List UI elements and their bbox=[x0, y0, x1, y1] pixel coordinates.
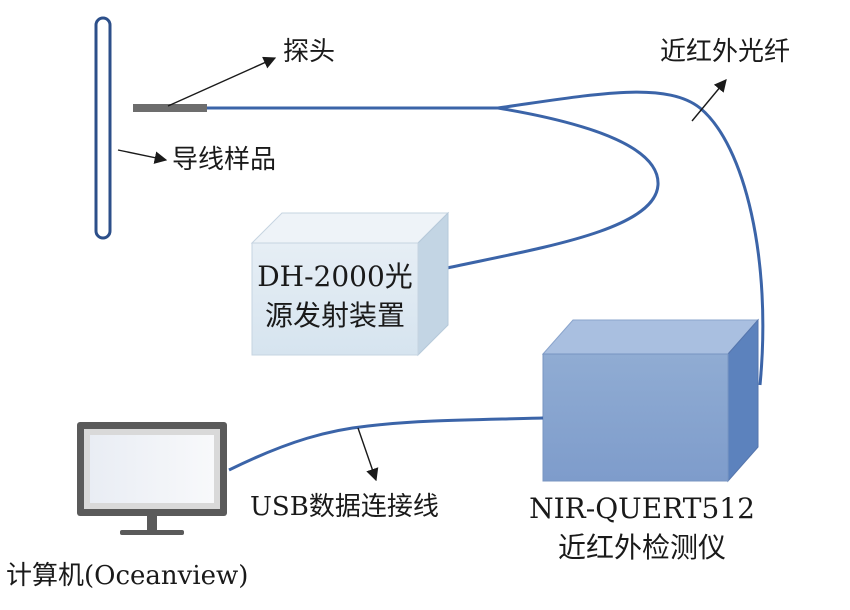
detector-label-line1: NIR-QUERT512 bbox=[529, 492, 755, 525]
wire-sample bbox=[94, 16, 112, 240]
detector-box bbox=[541, 318, 760, 483]
usb-cable bbox=[228, 416, 544, 472]
computer-label: 计算机(Oceanview) bbox=[6, 561, 249, 591]
light-source-label-line1: DH-2000光 bbox=[257, 260, 413, 293]
probe-label: 探头 bbox=[283, 37, 336, 67]
usb-leader-arrow bbox=[357, 427, 379, 482]
fiber-leader-arrow bbox=[691, 79, 727, 122]
sample-leader-arrow bbox=[117, 149, 168, 164]
usb-cable-label: USB数据连接线 bbox=[250, 492, 439, 522]
light-source-box bbox=[250, 211, 450, 357]
probe bbox=[133, 104, 207, 112]
computer-monitor-icon bbox=[77, 422, 227, 535]
probe-leader-arrow bbox=[167, 56, 277, 107]
wire-sample-label: 导线样品 bbox=[172, 145, 277, 175]
fiber-to-light-source bbox=[446, 106, 660, 270]
fiber-to-detector bbox=[497, 90, 765, 386]
light-source-label-line2: 源发射装置 bbox=[264, 299, 405, 332]
nir-fiber-label: 近红外光纤 bbox=[660, 37, 791, 67]
detector-label-line2: 近红外检测仪 bbox=[557, 531, 726, 564]
